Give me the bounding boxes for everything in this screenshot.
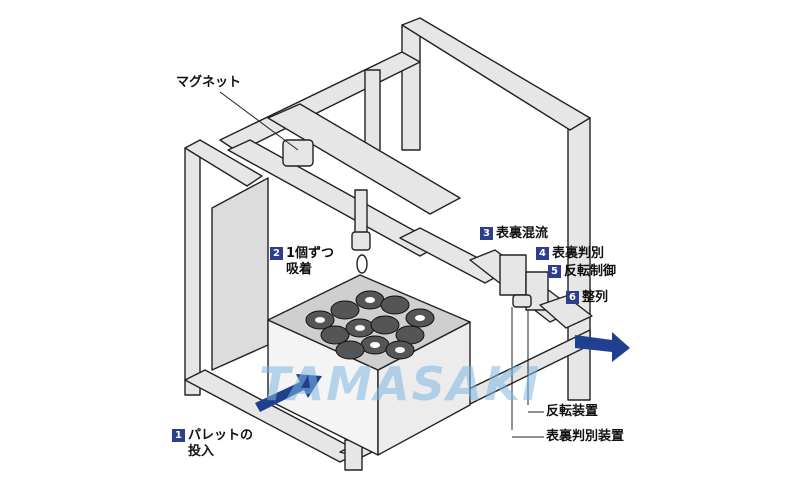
- step-badge-6: 6: [566, 291, 579, 304]
- label-pickup-line2: 吸着: [286, 262, 313, 277]
- magnet-head: [282, 139, 314, 167]
- judge-sensor-box: [499, 254, 527, 296]
- input-arrow: [255, 374, 322, 412]
- gantry-arm: [267, 103, 461, 215]
- suction-cup: [351, 231, 371, 251]
- frame-top-rail-right: [401, 17, 591, 131]
- magnet-rod: [354, 189, 368, 236]
- camera-unit: [512, 294, 532, 308]
- frame-post-left: [184, 147, 201, 396]
- held-part: [356, 254, 368, 274]
- label-flip-device: 反転装置: [546, 404, 599, 419]
- label-magnet: マグネット: [176, 75, 242, 90]
- frame-beam-left: [184, 139, 263, 187]
- step-badge-2: 2: [270, 247, 283, 260]
- step-badge-1: 1: [172, 429, 185, 442]
- frame-post-back-right: [401, 24, 421, 151]
- leader-magnet: [219, 91, 299, 151]
- label-pickup-line1: 1個ずつ: [286, 246, 335, 261]
- step-badge-3: 3: [480, 227, 493, 240]
- step-badge-5: 5: [548, 265, 561, 278]
- back-panel: [211, 177, 269, 371]
- output-arrow: [575, 332, 630, 362]
- label-judge-device: 表裏判別装置: [546, 429, 625, 444]
- output-conveyor: [539, 295, 593, 329]
- watermark-text: TAMASAKI: [259, 357, 541, 411]
- step-badge-4: 4: [536, 247, 549, 260]
